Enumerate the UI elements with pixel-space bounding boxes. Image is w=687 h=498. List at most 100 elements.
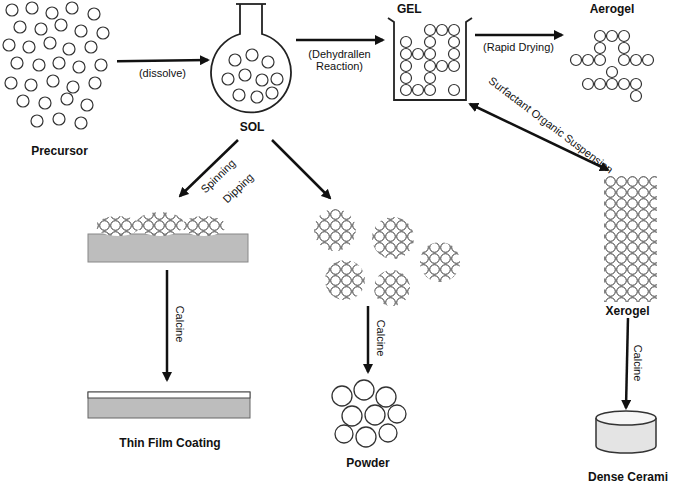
process-arrow bbox=[166, 270, 169, 380]
particle bbox=[85, 41, 97, 53]
substrate bbox=[88, 234, 248, 262]
particle bbox=[425, 25, 436, 36]
particle bbox=[631, 91, 642, 102]
particle bbox=[354, 380, 374, 400]
step-label: (Rapid Drying) bbox=[474, 41, 564, 53]
particle bbox=[425, 37, 436, 48]
particle bbox=[401, 85, 412, 96]
particle bbox=[39, 97, 51, 109]
stage-label: Xerogel bbox=[605, 304, 649, 318]
particle bbox=[365, 405, 385, 425]
particle bbox=[583, 79, 594, 90]
particle bbox=[388, 405, 406, 423]
film-substrate bbox=[88, 392, 250, 418]
step-label: (Dehydrallen Reaction) bbox=[301, 48, 379, 72]
particle bbox=[595, 55, 606, 66]
particle bbox=[356, 427, 376, 447]
particle bbox=[619, 79, 630, 90]
particle-cluster bbox=[325, 260, 365, 300]
process-stage: SOL bbox=[208, 2, 296, 134]
particle bbox=[379, 424, 397, 442]
particle bbox=[425, 85, 436, 96]
step-label: Calcine bbox=[632, 333, 644, 393]
process-arrow bbox=[117, 60, 208, 61]
coating-particles bbox=[96, 216, 140, 236]
beaker-outline bbox=[388, 18, 472, 100]
particle bbox=[63, 43, 75, 55]
particle bbox=[6, 4, 18, 16]
step-label: Calcine bbox=[375, 320, 387, 357]
stage-label: Thin Film Coating bbox=[119, 436, 220, 450]
process-arrow bbox=[296, 39, 383, 42]
powder-particles bbox=[332, 380, 406, 447]
particle-cluster bbox=[420, 242, 460, 282]
process-stage: Powder bbox=[320, 378, 416, 470]
particle bbox=[332, 386, 352, 406]
particle bbox=[643, 55, 654, 66]
process-arrow bbox=[626, 318, 628, 408]
particle bbox=[88, 8, 100, 20]
stage-label: Precursor bbox=[31, 144, 88, 158]
process-stage: Thin Film Coating bbox=[86, 386, 254, 450]
coating-particles bbox=[182, 216, 226, 236]
process-arrows bbox=[167, 140, 368, 380]
particle bbox=[26, 2, 38, 14]
particle bbox=[44, 37, 56, 49]
particle bbox=[437, 61, 448, 72]
stage-label: GEL bbox=[397, 2, 422, 16]
process-stage: Precursor bbox=[2, 2, 117, 158]
particle bbox=[256, 74, 268, 86]
particle bbox=[3, 39, 15, 51]
particle bbox=[251, 91, 263, 103]
process-arrow bbox=[272, 140, 330, 198]
particle bbox=[73, 61, 85, 73]
particle bbox=[233, 89, 245, 101]
particle bbox=[376, 387, 396, 407]
stage-label: Powder bbox=[346, 456, 389, 470]
step-label: Calcine bbox=[174, 306, 186, 343]
aerogel-network bbox=[571, 31, 654, 102]
particle bbox=[342, 406, 362, 426]
process-stage: Aerogel bbox=[562, 2, 662, 110]
particle bbox=[95, 59, 107, 71]
particle bbox=[631, 55, 642, 66]
process-stage: Xerogel bbox=[580, 170, 675, 318]
particle bbox=[595, 79, 606, 90]
particle bbox=[271, 73, 283, 85]
particle bbox=[449, 49, 460, 60]
process-stage: GEL bbox=[383, 2, 475, 104]
particle bbox=[583, 55, 594, 66]
particle bbox=[401, 61, 412, 72]
particle bbox=[266, 87, 278, 99]
particle bbox=[607, 67, 618, 78]
process-arrow bbox=[475, 34, 562, 37]
particle bbox=[401, 49, 412, 60]
flask-outline bbox=[211, 4, 291, 112]
particle bbox=[53, 113, 65, 125]
particle bbox=[449, 25, 460, 36]
process-stage: Dense Cerami bbox=[578, 408, 678, 484]
particle bbox=[449, 85, 460, 96]
particle-cluster bbox=[374, 270, 410, 306]
particle bbox=[75, 25, 87, 37]
xerogel-particles bbox=[604, 176, 657, 302]
particle bbox=[239, 69, 251, 81]
particle bbox=[67, 81, 79, 93]
particle bbox=[66, 2, 78, 14]
particle bbox=[607, 31, 618, 42]
particle bbox=[46, 7, 58, 19]
particle bbox=[53, 57, 65, 69]
particle bbox=[413, 85, 424, 96]
particle bbox=[335, 425, 353, 443]
particle-cluster bbox=[314, 209, 356, 251]
particle bbox=[5, 77, 17, 89]
particle bbox=[631, 79, 642, 90]
particle bbox=[607, 79, 618, 90]
particle bbox=[449, 37, 460, 48]
particle bbox=[14, 21, 26, 33]
particle bbox=[619, 55, 630, 66]
